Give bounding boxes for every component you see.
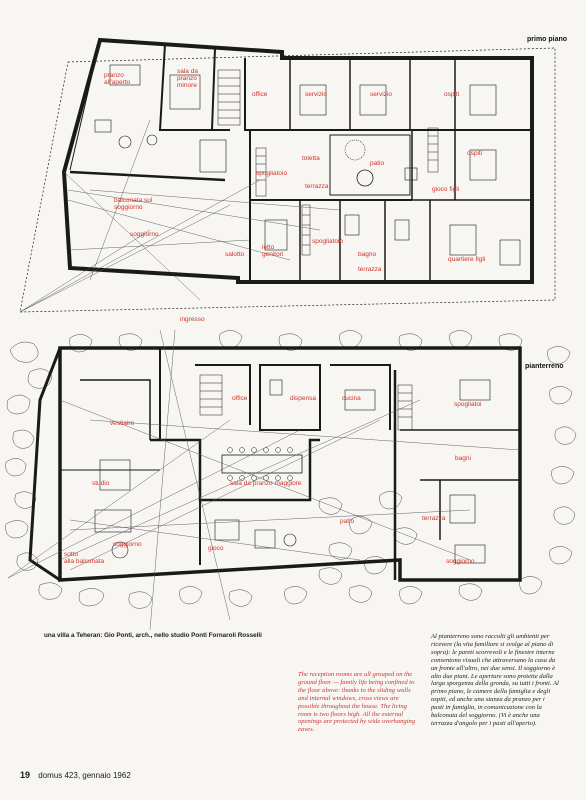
- ground-floor-label: pianterreno: [525, 363, 564, 370]
- room-label-ospiti-1: ospiti: [444, 91, 460, 98]
- room-label-office-g: office: [232, 395, 248, 402]
- credit-caption: una villa a Teheran: Gio Ponti, arch., n…: [44, 632, 262, 639]
- room-label-terrazza-1: terrazza: [305, 183, 329, 190]
- room-label-spogliatoio-1: spogliatoio: [256, 170, 288, 177]
- english-caption: The reception rooms are all grouped on t…: [298, 671, 416, 734]
- room-label-patio: patio: [370, 160, 385, 167]
- room-label-soggiorno-up: soggiorno: [130, 231, 159, 238]
- room-label-soggiorno-g2: soggiorno: [446, 558, 475, 565]
- room-label-soggiorno-g1: soggiorno: [113, 541, 142, 548]
- room-label-servizio-2: servizio: [370, 91, 393, 98]
- room-label-salotto: salotto: [225, 251, 245, 258]
- room-label-spogliatoi: spogliatoi: [454, 401, 482, 408]
- room-label-dispensa: dispensa: [290, 395, 317, 402]
- room-label-bagni: bagni: [455, 455, 471, 462]
- room-label-studio: studio: [92, 480, 110, 487]
- room-label-cucina: cucina: [342, 395, 361, 402]
- room-label-office: office: [252, 91, 268, 98]
- issue-info: domus 423, gennaio 1962: [38, 771, 131, 780]
- room-label-terrazza-2: terrazza: [358, 266, 382, 273]
- upper-floor-label: primo piano: [527, 36, 568, 43]
- room-label-quartiere-figli: quartiere figli: [448, 256, 486, 263]
- room-label-vestiaire: vestiaire: [110, 420, 135, 427]
- room-label-patio-g: patio: [340, 518, 355, 525]
- entrance-label: ingresso: [180, 316, 205, 323]
- page-footer: 19 domus 423, gennaio 1962: [20, 770, 131, 780]
- room-label-terrazza-g: terrazza: [422, 515, 446, 522]
- page-number: 19: [20, 770, 31, 780]
- room-label-spogliatoio-2: spogliatoio: [312, 238, 344, 245]
- room-label-toletta: toletta: [302, 155, 320, 162]
- room-label-gioco: gioco: [208, 545, 224, 552]
- upper-floor-plan: [19, 37, 556, 313]
- room-label-bagno: bagno: [358, 251, 377, 258]
- italian-caption: Al pianterreno sono raccolti gli ambient…: [431, 633, 559, 727]
- room-label-servizio-1: servizio: [305, 91, 328, 98]
- room-label-gioco-figli: gioco figli: [432, 186, 460, 193]
- ground-floor-plan: [5, 329, 577, 631]
- room-label-sala-pranzo-maggiore: sala da pranzo maggiore: [230, 480, 302, 487]
- room-label-ospiti-2: ospiti: [467, 150, 483, 157]
